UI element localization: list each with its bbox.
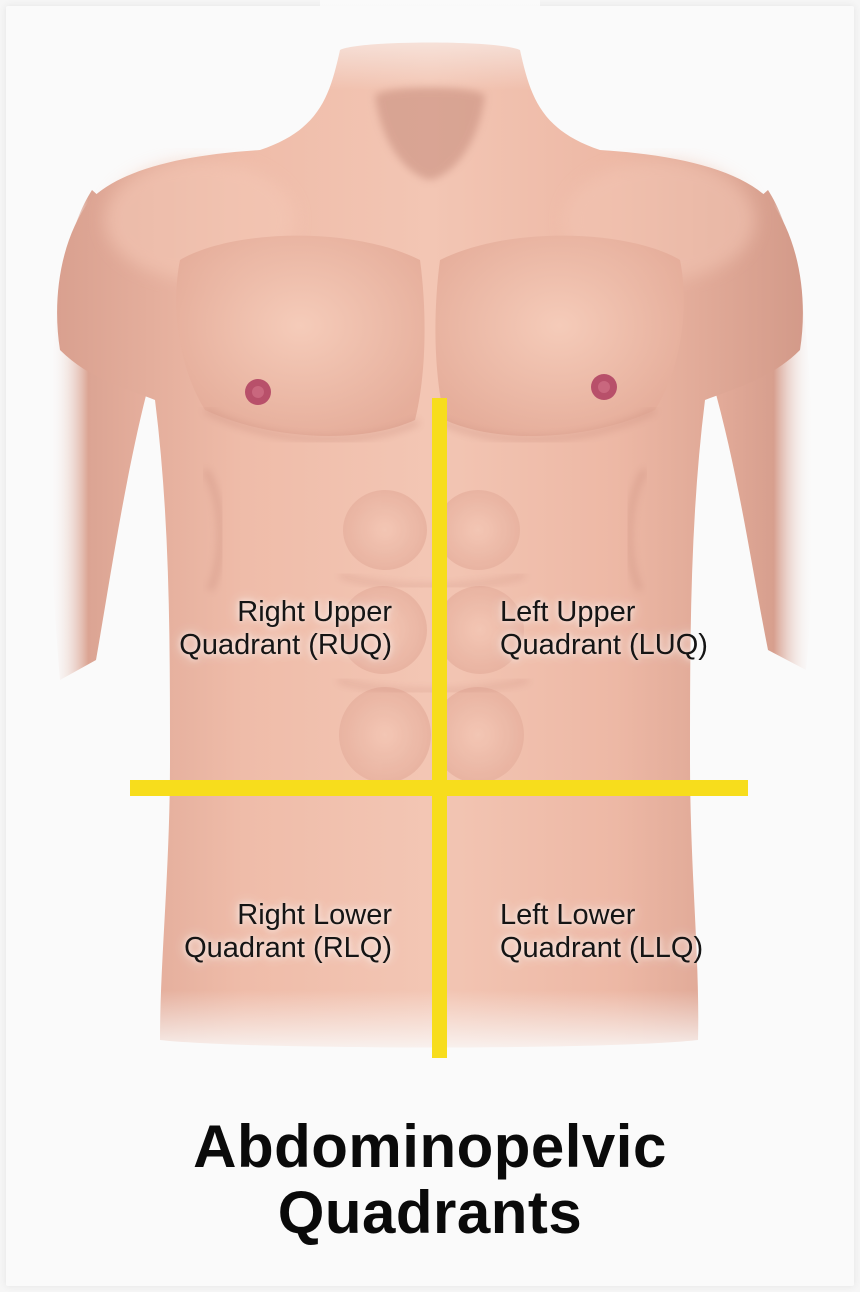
left-nipple-center — [598, 381, 610, 393]
label-right-lower-quadrant: Right Lower Quadrant (RLQ) — [184, 899, 392, 965]
right-nipple-center — [252, 386, 264, 398]
rlq-line-2: Quadrant (RLQ) — [184, 932, 392, 965]
label-left-upper-quadrant: Left Upper Quadrant (LUQ) — [500, 596, 708, 662]
ruq-line-1: Right Upper — [179, 596, 392, 629]
label-right-upper-quadrant: Right Upper Quadrant (RUQ) — [179, 596, 392, 662]
luq-line-1: Left Upper — [500, 596, 708, 629]
horizontal-umbilical-line — [130, 780, 748, 796]
ruq-line-2: Quadrant (RUQ) — [179, 629, 392, 662]
diagram-title: Abdominopelvic Quadrants — [0, 1114, 860, 1246]
luq-line-2: Quadrant (LUQ) — [500, 629, 708, 662]
neck-fade — [320, 0, 540, 90]
llq-line-2: Quadrant (LLQ) — [500, 932, 703, 965]
rlq-line-1: Right Lower — [184, 899, 392, 932]
title-line-2: Quadrants — [0, 1180, 860, 1246]
title-line-1: Abdominopelvic — [0, 1114, 860, 1180]
llq-line-1: Left Lower — [500, 899, 703, 932]
vertical-midline — [432, 398, 447, 1058]
left-pectoral — [435, 236, 683, 436]
right-pectoral — [176, 236, 424, 436]
torso-bottom-fade — [140, 990, 720, 1060]
label-left-lower-quadrant: Left Lower Quadrant (LLQ) — [500, 899, 703, 965]
